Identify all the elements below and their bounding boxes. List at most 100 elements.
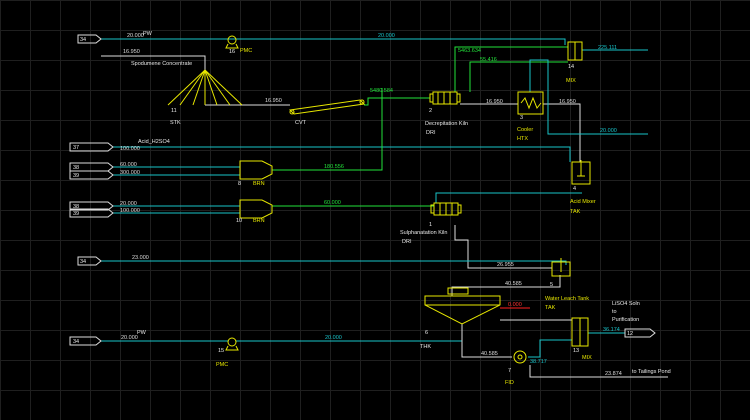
unit-type-thk6: THK [420, 344, 431, 350]
unit-name-dri2: Decrepitation Kiln [425, 121, 468, 127]
stream-leach-out[interactable] [451, 275, 561, 296]
unit-num-pmc15: 15 [218, 348, 224, 354]
unit-num-stk11: 11 [171, 108, 177, 114]
value-mix14-out: 225.111 [598, 45, 617, 51]
unit-name-tak5: Water Leach Tank [545, 296, 589, 302]
mixer-mix14[interactable] [567, 41, 583, 61]
cooler-htx3[interactable] [517, 91, 544, 115]
feed-tag-39b[interactable]: 39 [69, 208, 114, 218]
value-htx-out: 16.950 [559, 99, 576, 105]
kiln-dri2[interactable] [429, 91, 461, 105]
pump-pmc15[interactable] [225, 337, 239, 351]
feed-tag-label: 39 [73, 173, 79, 179]
unit-num-mix14: 14 [568, 64, 574, 70]
pump-pmc16[interactable] [225, 35, 239, 49]
stream-tailings[interactable] [529, 365, 668, 378]
kiln-dri1[interactable] [430, 202, 462, 216]
burner-brn10[interactable] [239, 199, 273, 219]
stream-htx-water[interactable] [529, 59, 648, 135]
stream-brn8-out[interactable] [272, 88, 383, 171]
unit-num-dri2: 2 [429, 108, 432, 114]
unit-num-brn8: 8 [238, 181, 241, 187]
value-pmc-bottom-out: 20.000 [325, 335, 342, 341]
unit-type-cvt: CVT [295, 120, 307, 126]
unit-type-stk11: STK [170, 120, 181, 126]
stream-pw-mid[interactable] [101, 260, 567, 265]
value-39b: 100.000 [120, 208, 140, 214]
feed-tag-pw-bottom[interactable]: 34 [69, 336, 102, 346]
outlet-purification-line3: Purification [612, 317, 639, 323]
product-tag-label: 12 [627, 331, 633, 337]
unit-type-pmc15: PMC [216, 362, 228, 368]
value-38a: 60.000 [120, 162, 137, 168]
tank-tak5[interactable] [551, 258, 571, 277]
stream-leach-in[interactable] [454, 225, 552, 269]
label-pw-bottom: PW [137, 330, 147, 336]
feed-tag-pw-top[interactable]: 34 [77, 34, 102, 44]
burner-brn8[interactable] [239, 160, 273, 180]
stream-dri2-top2[interactable] [469, 61, 568, 92]
unit-name-htx3: Cooler [517, 127, 533, 133]
value-leach-in: 26.955 [497, 262, 514, 268]
outlet-purification-line1: LiSO4 Soln [612, 301, 640, 307]
unit-num-thk6: 6 [425, 330, 428, 336]
value-39a: 300.000 [120, 170, 140, 176]
unit-type-mix13: MIX [582, 355, 592, 361]
stream-thk-under[interactable] [461, 324, 512, 358]
feed-tag-39a[interactable]: 39 [69, 170, 114, 180]
value-tailings: 23.874 [605, 371, 622, 377]
stream-htx-out[interactable] [543, 103, 581, 162]
value-leach-out: 40.585 [505, 281, 522, 287]
value-pw-top-2: 20.000 [378, 33, 395, 39]
mixer-mix13[interactable] [571, 317, 589, 347]
label-pw-top: PW [143, 31, 153, 37]
stream-acid[interactable] [113, 146, 571, 162]
feed-tag-acid[interactable]: 37 [69, 142, 114, 152]
stream-spodumene-feed[interactable] [101, 55, 206, 70]
value-dri2-top: 5463.634 [458, 48, 481, 54]
conveyor-cvt[interactable] [288, 99, 366, 115]
unit-type-brn8: BRN [253, 181, 265, 187]
unit-type-dri2: DRI [426, 130, 436, 136]
unit-type-dri1: DRI [402, 239, 412, 245]
stockpile-stk11[interactable] [167, 69, 243, 106]
feed-tag-label: 39 [73, 211, 79, 217]
unit-num-fid7: 7 [508, 368, 511, 374]
thickener-thk6[interactable] [424, 287, 501, 325]
unit-num-pmc16: 16 [229, 49, 235, 55]
value-spodumene-feed: 16.950 [123, 49, 140, 55]
unit-type-pmc16: PMC [240, 48, 252, 54]
value-thk-under: 40.585 [481, 351, 498, 357]
value-fid-out: 38.717 [530, 359, 547, 365]
feed-tag-label: 34 [73, 339, 79, 345]
stream-pw-top[interactable] [101, 38, 566, 45]
value-stk-out: 16.950 [265, 98, 282, 104]
value-38b: 20.000 [120, 201, 137, 207]
stream-cvt-out[interactable] [364, 97, 430, 106]
unit-type-tak5: TAK [545, 305, 556, 311]
unit-type-tak4: TAK [570, 209, 581, 215]
unit-num-tak5: 5 [550, 282, 553, 288]
feed-tag-pw-mid[interactable]: 34 [77, 256, 102, 266]
product-tag-purification[interactable]: 12 [624, 328, 656, 338]
stream-dri2-top[interactable] [454, 46, 568, 92]
unit-num-tak4: 4 [573, 186, 576, 192]
stream-acid-mixer-out[interactable] [435, 192, 582, 203]
pump-fid7[interactable] [513, 350, 527, 364]
unit-num-dri1: 1 [429, 222, 432, 228]
stream-fid-out[interactable] [528, 339, 572, 358]
value-acid: 100.000 [120, 146, 140, 152]
stream-pmc-bottom-out[interactable] [236, 324, 463, 342]
unit-num-brn10: 10 [236, 218, 242, 224]
unit-type-mix14: MIX [566, 78, 576, 84]
feed-tag-38a[interactable]: 38 [69, 162, 114, 172]
tank-tak4[interactable] [571, 160, 591, 185]
value-pw-mid: 23.000 [132, 255, 149, 261]
label-spodumene: Spodumene Concentrate [131, 61, 192, 67]
value-brn10-out: 60.000 [324, 200, 341, 206]
value-recycle: 0.000 [508, 302, 522, 308]
feed-tag-label: 38 [73, 165, 79, 171]
feed-tag-label: 37 [73, 145, 79, 151]
feed-tag-label: 34 [80, 37, 86, 43]
